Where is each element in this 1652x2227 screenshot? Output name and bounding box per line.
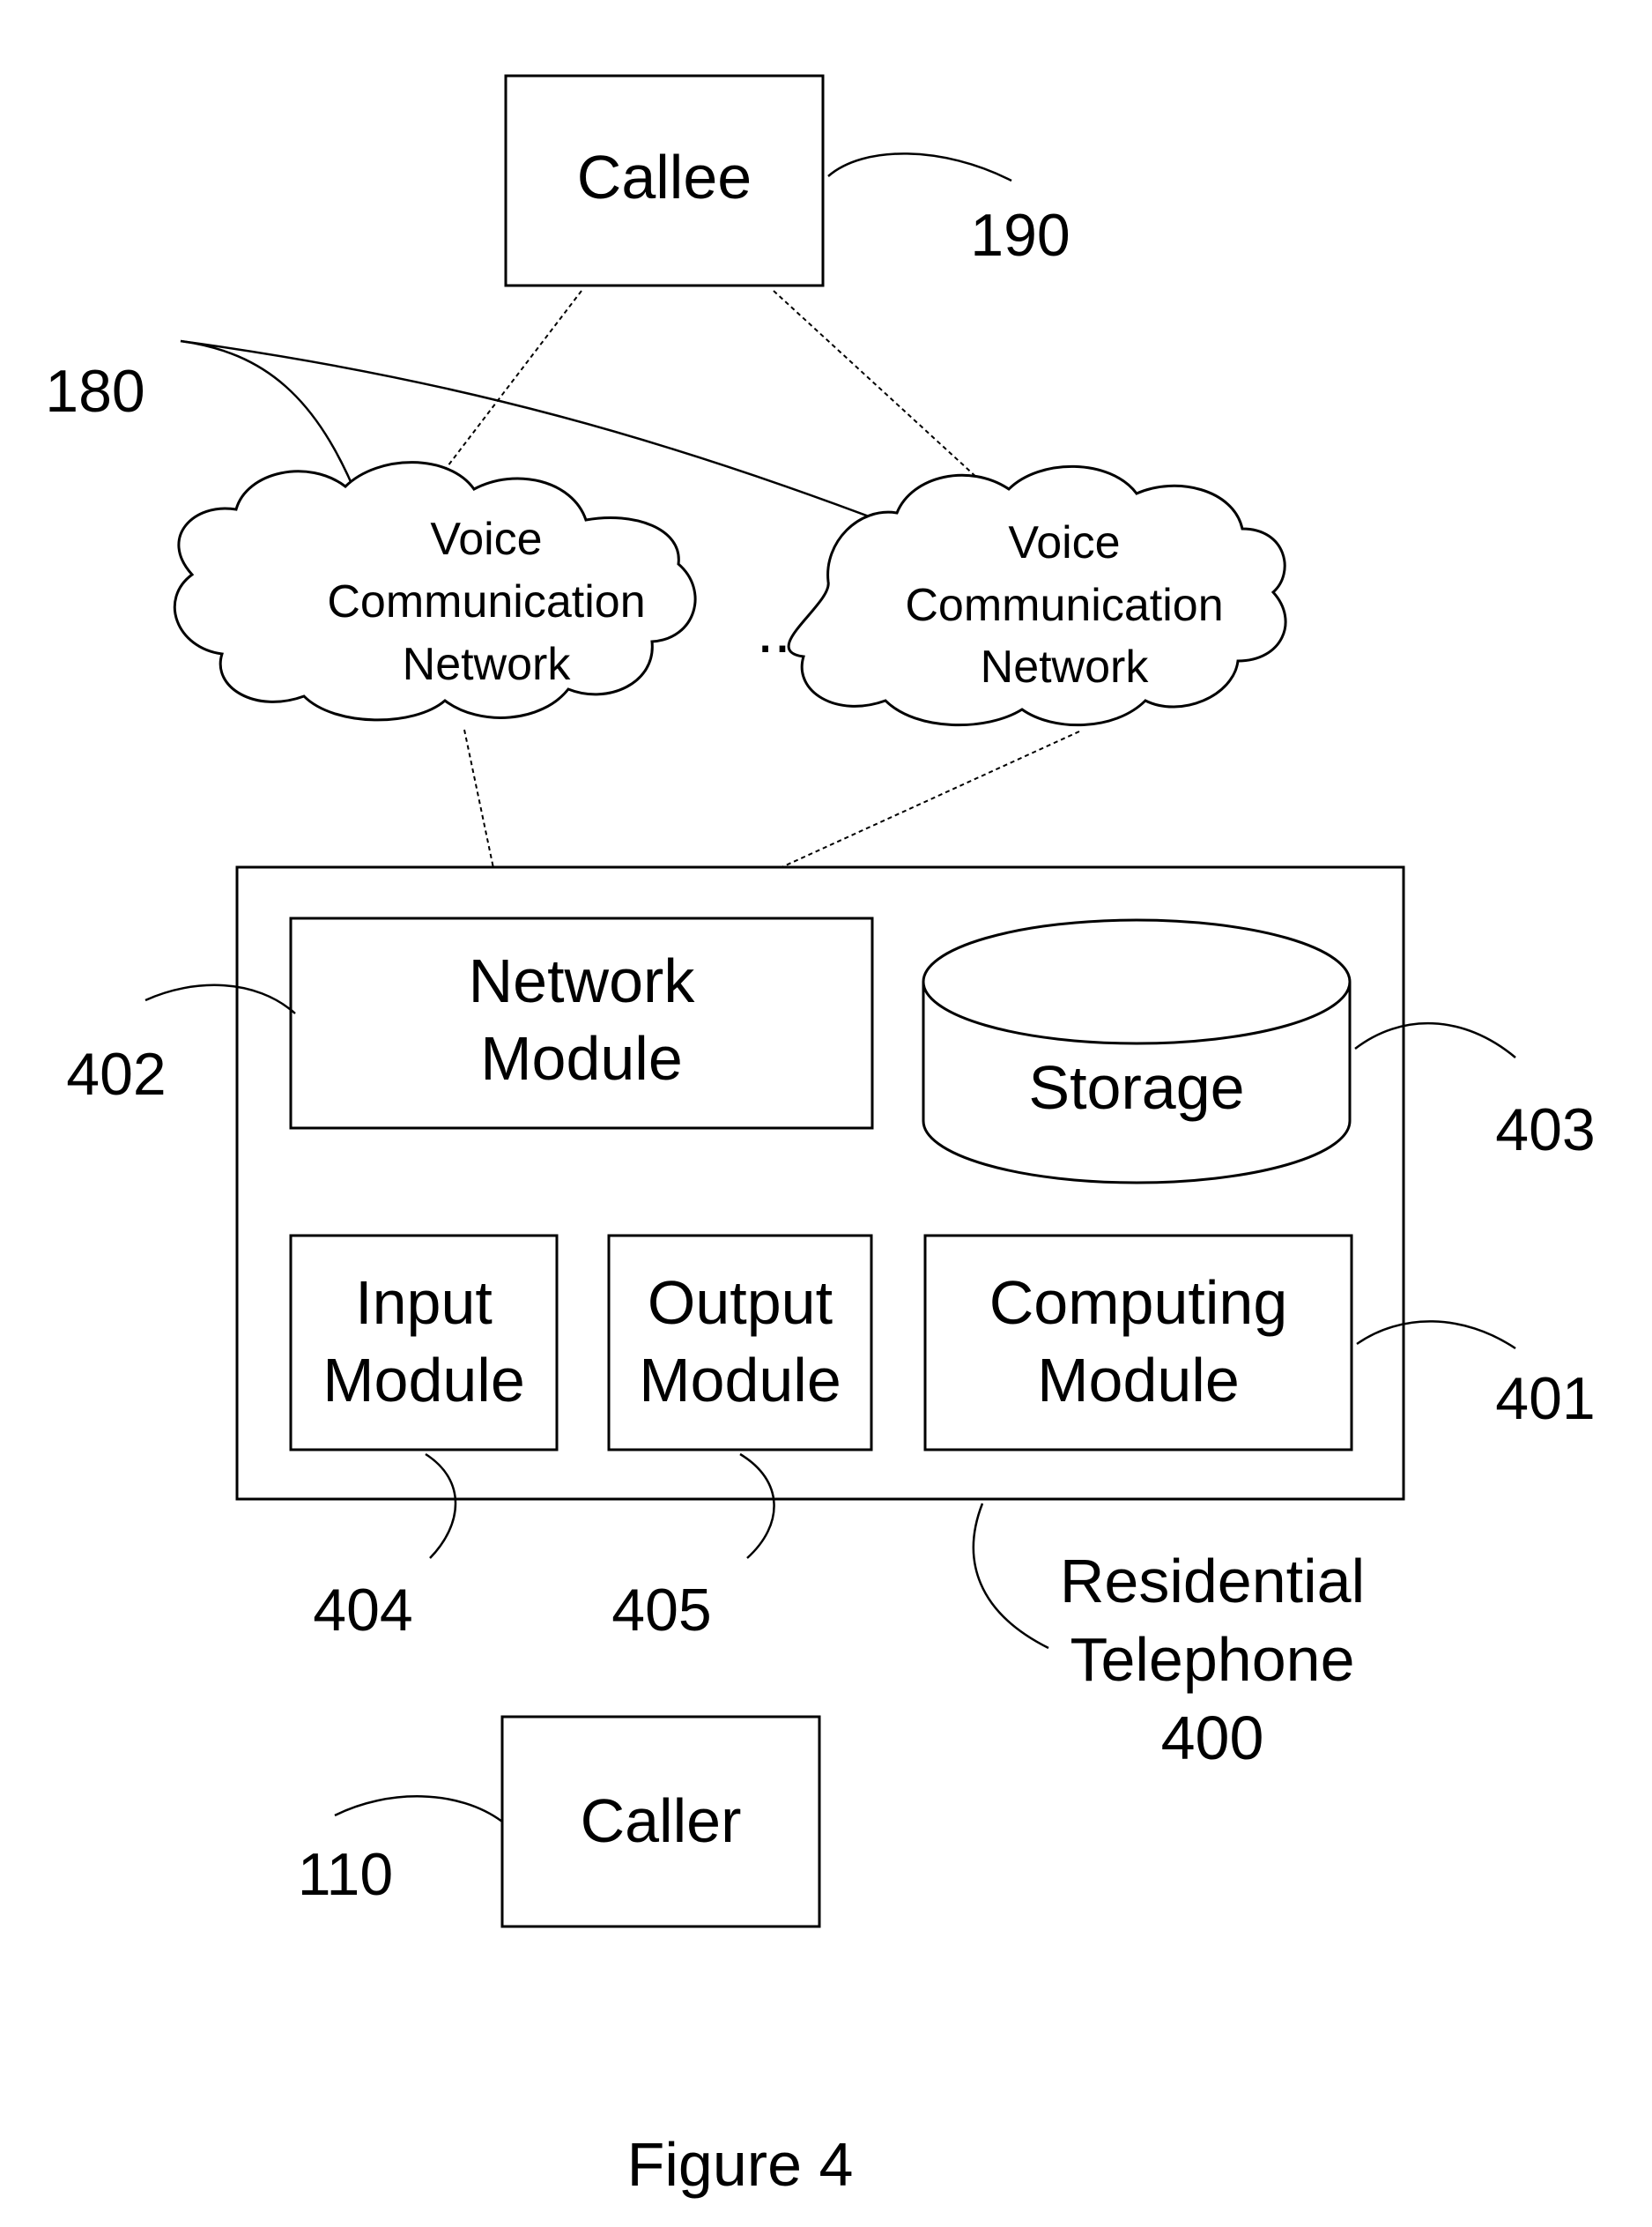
residential-telephone-leader-line	[974, 1503, 1048, 1648]
left-network-line2: Communication	[327, 576, 645, 627]
computing-module-line1: Computing	[989, 1268, 1288, 1337]
link-callee-left-network	[445, 291, 582, 470]
input-module-line1: Input	[355, 1268, 493, 1337]
output-module-line1: Output	[648, 1268, 833, 1337]
caller-leader-line	[335, 1796, 502, 1822]
network-module-line1: Network	[469, 946, 696, 1015]
input-module-ref-number: 404	[313, 1577, 412, 1644]
output-module-line2: Module	[639, 1346, 841, 1414]
network-module-line2: Module	[480, 1024, 683, 1093]
link-callee-right-network	[774, 291, 978, 479]
callee-ref-number: 190	[970, 202, 1070, 269]
left-network-line3: Network	[403, 639, 572, 690]
residential-telephone-line3: 400	[1161, 1704, 1264, 1772]
storage-cylinder-top	[923, 920, 1350, 1043]
left-network-line1: Voice	[430, 514, 542, 565]
right-network-line1: Voice	[1008, 517, 1120, 568]
computing-module-line2: Module	[1037, 1346, 1240, 1414]
computing-module-ref-number: 401	[1495, 1365, 1595, 1432]
output-module-ref-number: 405	[611, 1577, 711, 1644]
caller-label: Caller	[581, 1786, 742, 1855]
callee-label: Callee	[577, 143, 752, 212]
network-module-ref-number: 402	[66, 1041, 166, 1108]
right-network-line2: Communication	[905, 580, 1223, 631]
caller-ref-number: 110	[298, 1841, 393, 1908]
storage-label: Storage	[1028, 1053, 1244, 1122]
storage-ref-number: 403	[1495, 1096, 1595, 1163]
input-module-line2: Module	[322, 1346, 525, 1414]
residential-telephone-line2: Telephone	[1070, 1625, 1354, 1694]
right-network-line3: Network	[981, 642, 1150, 693]
networks-ref-number: 180	[45, 358, 144, 425]
figure-caption: Figure 4	[627, 2130, 854, 2199]
callee-leader-line	[828, 153, 1011, 181]
residential-telephone-line1: Residential	[1060, 1547, 1365, 1615]
